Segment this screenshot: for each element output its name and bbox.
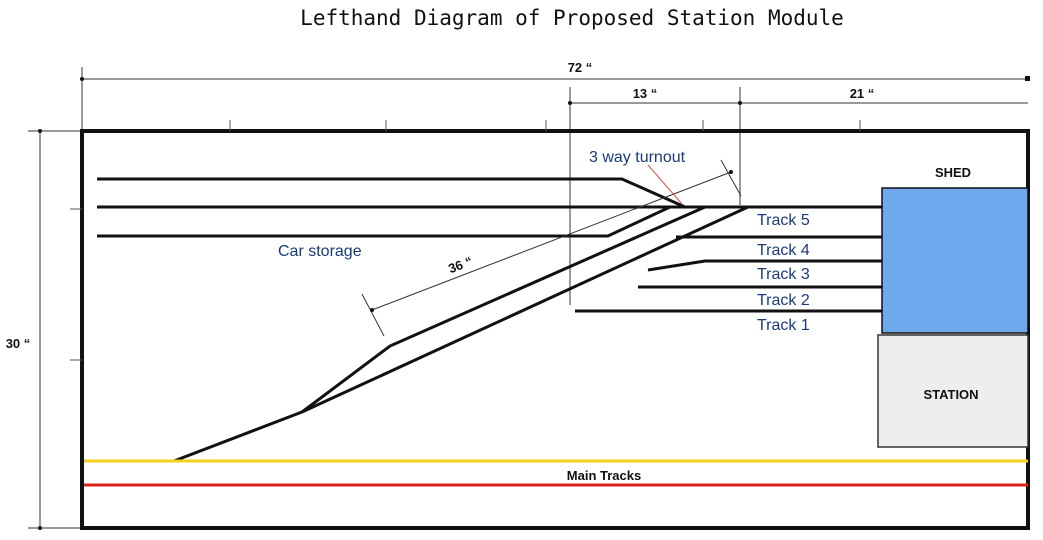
turnout-leader <box>647 164 683 205</box>
segment-21-label: 21 “ <box>850 86 875 101</box>
shed-building <box>881 187 1029 334</box>
segment-13-label: 13 “ <box>633 86 658 101</box>
station-building <box>877 334 1029 448</box>
segment-dimensions: 13 “ 21 “ <box>568 86 1028 305</box>
car-storage-label: Car storage <box>278 243 362 260</box>
track-4-label: Track 4 <box>757 242 810 259</box>
main-tracks-label: Main Tracks <box>567 468 641 483</box>
diagram-title: Lefthand Diagram of Proposed Station Mod… <box>300 6 844 30</box>
overall-width-dimension: 72 “ <box>80 60 1030 131</box>
track-2-label: Track 2 <box>757 292 810 309</box>
track-1-label: Track 1 <box>757 317 810 334</box>
height-dimension: 30 “ <box>6 129 82 530</box>
overall-width-label: 72 “ <box>568 60 593 75</box>
grid-ticks <box>70 120 861 361</box>
diagonal-label: 36 “ <box>446 253 474 276</box>
track-3-label: Track 3 <box>757 266 810 283</box>
turnout-label: 3 way turnout <box>589 149 686 166</box>
station-label: STATION <box>923 387 978 402</box>
track-5-label: Track 5 <box>757 212 810 229</box>
height-label: 30 “ <box>6 336 31 351</box>
shed-label: SHED <box>935 165 971 180</box>
ladder-tracks <box>173 205 749 463</box>
